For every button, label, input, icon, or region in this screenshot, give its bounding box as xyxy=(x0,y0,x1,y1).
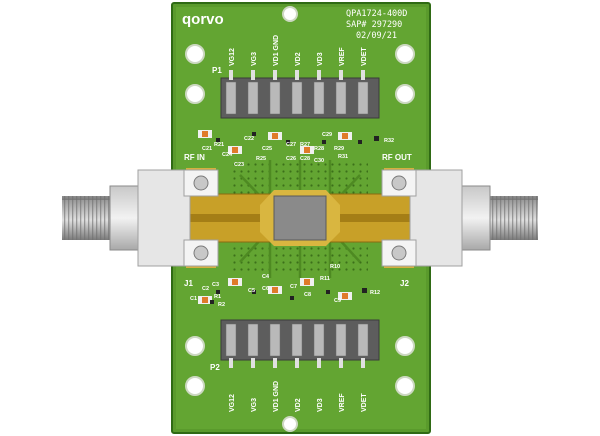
top-pin-label-vd1-gnd: VD1 GND xyxy=(273,35,280,66)
header-p2 xyxy=(220,319,380,368)
bottom-pin-label-vd3: VD3 xyxy=(317,398,324,412)
designator: C1 xyxy=(190,296,197,302)
top-pin-label-vd3: VD3 xyxy=(317,52,324,66)
designator: C28 xyxy=(300,156,310,162)
designator: R31 xyxy=(338,154,348,160)
sap-number: SAP# 297290 xyxy=(346,20,402,30)
component-designators: R21 C23 C21 C22 C25 C26 C27 R27 C29 R28 … xyxy=(190,132,394,308)
part-number: QPA1724-400D xyxy=(346,9,407,19)
top-pin-label-vref: VREF xyxy=(339,47,346,66)
designator: C26 xyxy=(286,156,296,162)
designator: R1 xyxy=(214,294,221,300)
rf-in-label: RF IN xyxy=(184,153,205,162)
designator: R12 xyxy=(370,290,380,296)
bottom-pin-label-vref: VREF xyxy=(339,393,346,412)
bottom-pin-label-vg12: VG12 xyxy=(229,394,236,412)
sma-connector-j1 xyxy=(62,169,219,267)
designator: C27 xyxy=(286,142,296,148)
designator: C29 xyxy=(322,132,332,138)
rf-out-label: RF OUT xyxy=(382,153,412,162)
designator: C25 xyxy=(262,146,272,152)
designator: C4 xyxy=(262,274,270,280)
designator: C5 xyxy=(248,288,255,294)
designator: R32 xyxy=(384,138,394,144)
designator: C2 xyxy=(202,286,209,292)
designator: C21 xyxy=(202,146,212,152)
top-pin-label-vd2: VD2 xyxy=(295,52,302,66)
designator: R25 xyxy=(256,156,266,162)
top-pin-label-vdet: VDET xyxy=(361,47,368,66)
designator: R29 xyxy=(334,146,344,152)
designator: C22 xyxy=(244,136,254,142)
p2-label: P2 xyxy=(210,363,220,372)
designator: R21 xyxy=(214,142,224,148)
designator: C30 xyxy=(314,158,324,164)
designator: C9 xyxy=(334,298,341,304)
smd-components xyxy=(198,130,379,304)
designator: R10 xyxy=(330,264,340,270)
designator: R28 xyxy=(314,146,324,152)
designator: C24 xyxy=(222,152,233,158)
bottom-pin-label-vd2: VD2 xyxy=(295,398,302,412)
qorvo-logo: qorvo xyxy=(182,11,224,28)
designator: R11 xyxy=(320,276,330,282)
bottom-pin-label-vg3: VG3 xyxy=(251,398,258,412)
mounting-holes xyxy=(185,6,415,432)
j2-label: J2 xyxy=(400,279,409,288)
designator: C7 xyxy=(290,284,297,290)
top-pin-label-vg3: VG3 xyxy=(251,52,258,66)
bottom-pin-label-vdet: VDET xyxy=(361,393,368,412)
designator: R2 xyxy=(218,302,225,308)
top-pin-label-vg12: VG12 xyxy=(229,48,236,66)
designator: C3 xyxy=(212,282,219,288)
mmic-die xyxy=(260,190,340,246)
sma-connector-j2 xyxy=(381,169,538,267)
designator: C8 xyxy=(304,292,311,298)
board-date: 02/09/21 xyxy=(356,31,397,41)
bottom-pin-label-vd1-gnd: VD1 GND xyxy=(273,381,280,412)
designator: C23 xyxy=(234,162,244,168)
j1-label: J1 xyxy=(184,279,193,288)
header-p1 xyxy=(220,70,380,119)
p1-label: P1 xyxy=(212,66,222,75)
designator: R27 xyxy=(300,142,310,148)
designator: C6 xyxy=(262,286,269,292)
